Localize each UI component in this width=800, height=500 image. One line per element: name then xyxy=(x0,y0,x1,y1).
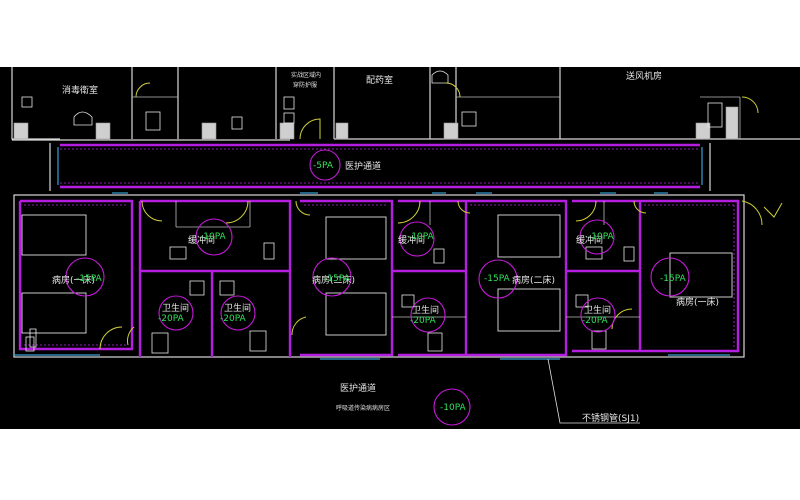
room-label-toilet-1a: 卫生间 xyxy=(162,302,189,314)
bed-icon xyxy=(325,216,387,260)
pressure-label-toilet-3: -20PA xyxy=(582,316,609,326)
washbasin-icon xyxy=(401,294,415,308)
room-label-ward-3: 病房(二床) xyxy=(512,274,555,286)
room-label-ppe-2: 穿防护服 xyxy=(293,81,317,89)
pressure-marker-corridor-bottom xyxy=(433,388,471,426)
room-label-corridor-bottom: 医护通道 xyxy=(340,382,376,394)
room-label-toilet-1b: 卫生间 xyxy=(224,302,251,314)
bed-icon xyxy=(21,214,87,256)
room-label-dispensary: 配药室 xyxy=(366,74,393,86)
pressure-marker-toilet-1b xyxy=(220,295,256,331)
column xyxy=(443,122,459,140)
toilet-icon xyxy=(151,332,169,354)
pressure-label-toilet-2: -20PA xyxy=(410,316,437,326)
sink-icon xyxy=(263,242,275,260)
room-label-buffer-1: 缓冲间 xyxy=(188,234,215,246)
sink-icon xyxy=(21,96,33,108)
room-label-disinfection: 消毒衛室 xyxy=(62,84,98,96)
column xyxy=(335,122,349,140)
pressure-marker-ward-3 xyxy=(478,259,518,299)
bed-icon xyxy=(669,252,733,298)
pressure-marker-buffer-1 xyxy=(195,218,233,256)
bed-icon xyxy=(497,288,561,332)
sink-icon xyxy=(169,246,187,260)
pressure-label-ward-1: -15PA xyxy=(76,274,103,284)
room-label-ward-1: 病房(一床) xyxy=(52,274,95,286)
pressure-label-ward-4: -15PA xyxy=(660,274,687,284)
sink-icon xyxy=(623,246,635,262)
pressure-marker-toilet-3 xyxy=(580,297,616,333)
washbasin-icon xyxy=(73,111,93,126)
column xyxy=(279,122,295,140)
column xyxy=(695,122,711,140)
toilet-icon xyxy=(591,330,607,350)
toilet-icon xyxy=(249,330,267,352)
pressure-label-ward-3: -15PA xyxy=(484,274,511,284)
material-note: 不锈钢管(SJ1) xyxy=(582,412,639,424)
pressure-label-buffer-1: -10PA xyxy=(200,232,227,242)
room-label-buffer-3: 缓冲间 xyxy=(576,234,603,246)
column xyxy=(95,122,111,140)
pressure-marker-toilet-1a xyxy=(158,295,194,331)
room-label-corridor-top: 医护通道 xyxy=(345,160,381,172)
floor-plan: 消毒衛室 实战区域内 穿防护服 配药室 送风机房 -5PA 医护通道 xyxy=(11,67,800,426)
room-label-toilet-2: 卫生间 xyxy=(412,304,439,316)
sink-icon xyxy=(585,246,603,260)
cad-drawing-frame: 消毒衛室 实战区域内 穿防护服 配药室 送风机房 -5PA 医护通道 xyxy=(0,67,800,429)
ward-block-walls xyxy=(13,194,783,360)
washbasin-icon xyxy=(219,280,235,296)
pressure-label-ward-2: -15PA xyxy=(324,274,351,284)
room-label-ventilation: 送风机房 xyxy=(626,70,662,82)
pressure-marker-toilet-2 xyxy=(410,297,446,333)
toilet-icon xyxy=(427,332,443,352)
leader-line xyxy=(547,358,640,424)
bed-icon xyxy=(497,214,561,258)
column xyxy=(725,106,739,140)
bed-icon xyxy=(325,292,387,336)
pressure-marker-corridor-top xyxy=(309,149,341,181)
pressure-marker-buffer-3 xyxy=(579,219,615,255)
bed-icon xyxy=(21,292,87,334)
column xyxy=(201,122,217,140)
pressure-label-corridor-bottom: -10PA xyxy=(440,403,467,413)
washbasin-icon xyxy=(189,280,205,296)
furniture xyxy=(21,214,733,354)
pressure-label-buffer-3: -10PA xyxy=(588,232,615,242)
top-rooms xyxy=(11,67,800,141)
washbasin-icon xyxy=(431,70,449,84)
pressure-marker-ward-1 xyxy=(65,257,105,297)
column xyxy=(13,122,29,140)
pressure-marker-ward-2 xyxy=(312,257,352,297)
room-sublabel-corridor-bottom: 呼吸道传染病病房区 xyxy=(336,404,390,412)
pressure-label-toilet-1a: -20PA xyxy=(158,314,185,324)
room-label-ward-4: 病房(一床) xyxy=(676,296,719,308)
pressure-marker-ward-4 xyxy=(650,257,690,297)
pressure-marker-buffer-2 xyxy=(399,221,435,257)
pressure-label-toilet-1b: -20PA xyxy=(220,314,247,324)
pressure-label-buffer-2: -10PA xyxy=(408,232,435,242)
room-label-buffer-2: 缓冲间 xyxy=(398,234,425,246)
sink-icon xyxy=(433,248,445,264)
room-label-ppe: 实战区域内 xyxy=(291,71,321,79)
room-label-toilet-3: 卫生间 xyxy=(584,304,611,316)
pressure-label-corridor-top: -5PA xyxy=(313,161,334,171)
room-label-ward-2: 病房(二床) xyxy=(312,274,355,286)
top-corridor xyxy=(49,143,711,194)
